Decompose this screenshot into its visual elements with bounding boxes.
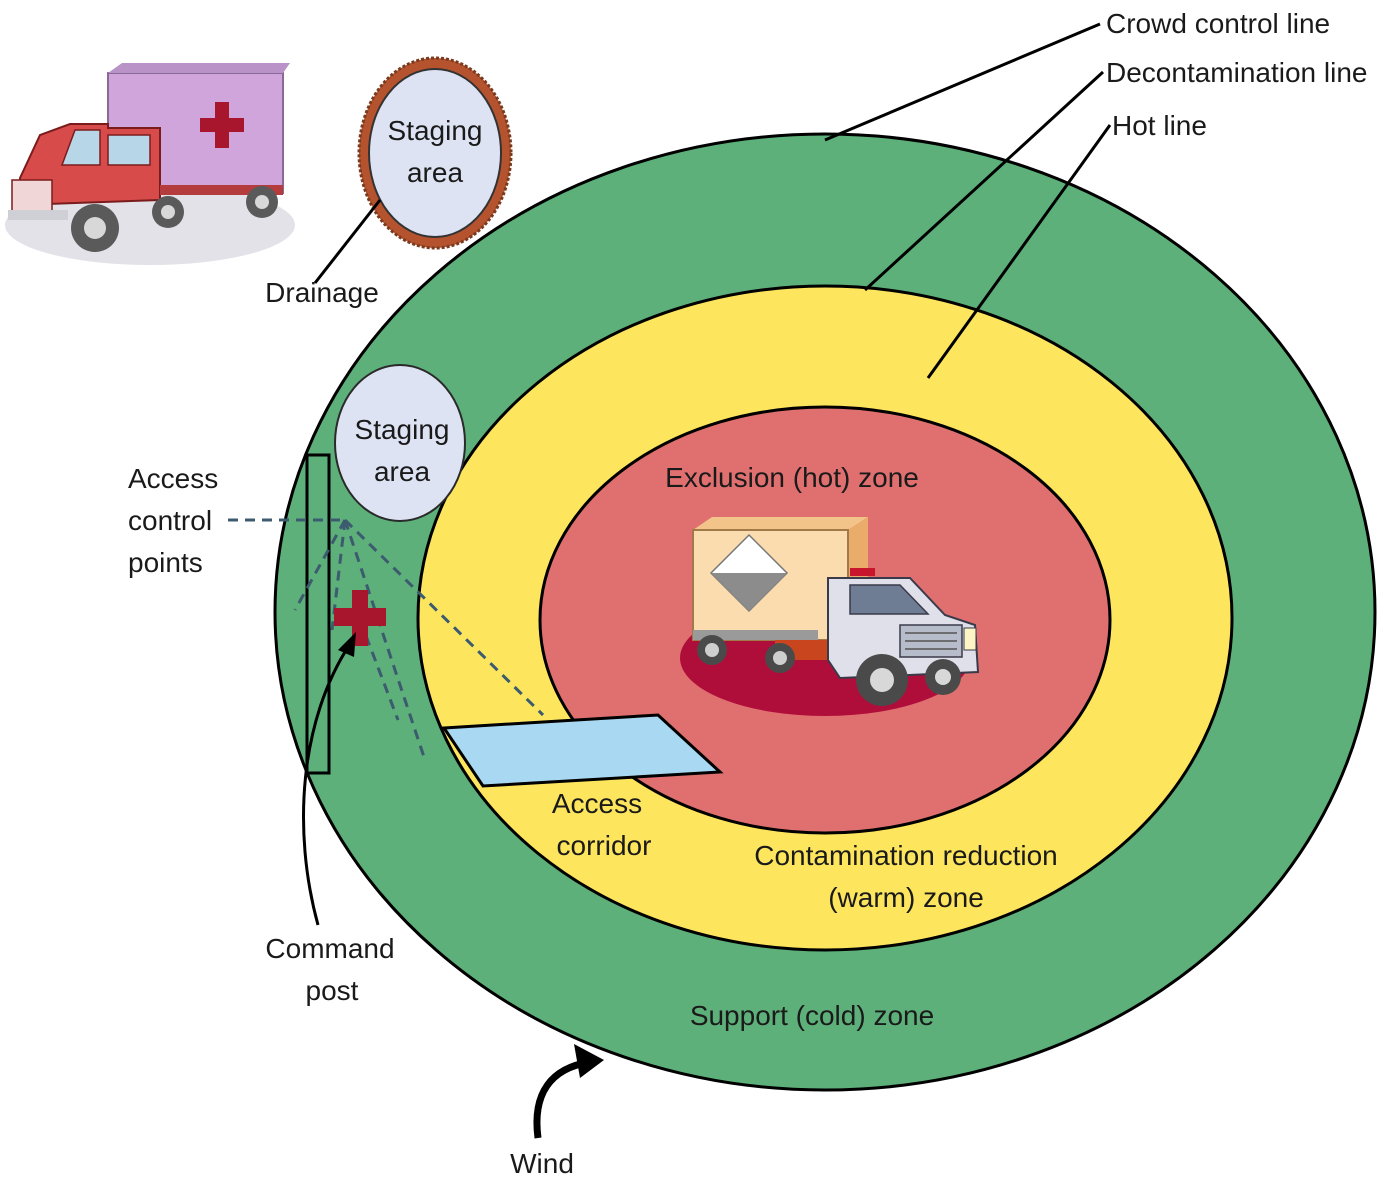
decontamination-line-label: Decontamination line: [1106, 57, 1368, 88]
text-labels: Crowd control line Decontamination line …: [128, 8, 1368, 1179]
access-control-points-label-1: Access: [128, 463, 218, 494]
command-post-label-1: Command: [265, 933, 394, 964]
hazmat-truck-icon: [680, 517, 980, 716]
staging-area-inner-label-2: area: [374, 456, 430, 487]
drainage-leader: [313, 199, 382, 284]
command-post-label-2: post: [306, 975, 359, 1006]
hot-line-label: Hot line: [1112, 110, 1207, 141]
contamination-reduction-label-1: Contamination reduction: [754, 840, 1058, 871]
crowd-control-line-label: Crowd control line: [1106, 8, 1330, 39]
wind-label: Wind: [510, 1148, 574, 1179]
exclusion-zone-label: Exclusion (hot) zone: [665, 462, 919, 493]
decontamination-leader: [863, 70, 1105, 292]
ambulance-icon: [5, 63, 295, 265]
hot-line-leader: [926, 124, 1112, 379]
drainage-label: Drainage: [265, 277, 379, 308]
command-post-arrow: [302, 632, 356, 926]
staging-area-drainage: [313, 56, 513, 284]
access-control-points-label-2: control: [128, 505, 212, 536]
access-control-points-label-3: points: [128, 547, 203, 578]
boundary-leaders: [824, 22, 1112, 379]
staging-area-top-circle: [368, 68, 502, 238]
staging-area-inner-circle: [334, 364, 466, 522]
support-zone-label: Support (cold) zone: [690, 1000, 934, 1031]
crowd-control-leader: [824, 22, 1101, 142]
staging-area-top-label-2: area: [407, 157, 463, 188]
curved-arrow-icon: [533, 1044, 604, 1139]
staging-area-inner-label-1: Staging: [355, 414, 450, 445]
access-corridor-label-2: corridor: [557, 830, 652, 861]
access-corridor-label-1: Access: [552, 788, 642, 819]
staging-area-top-label-1: Staging: [388, 115, 483, 146]
contamination-reduction-label-2: (warm) zone: [828, 882, 984, 913]
access-corridor-shape: [441, 713, 724, 788]
access-control-boundary: [305, 453, 331, 775]
